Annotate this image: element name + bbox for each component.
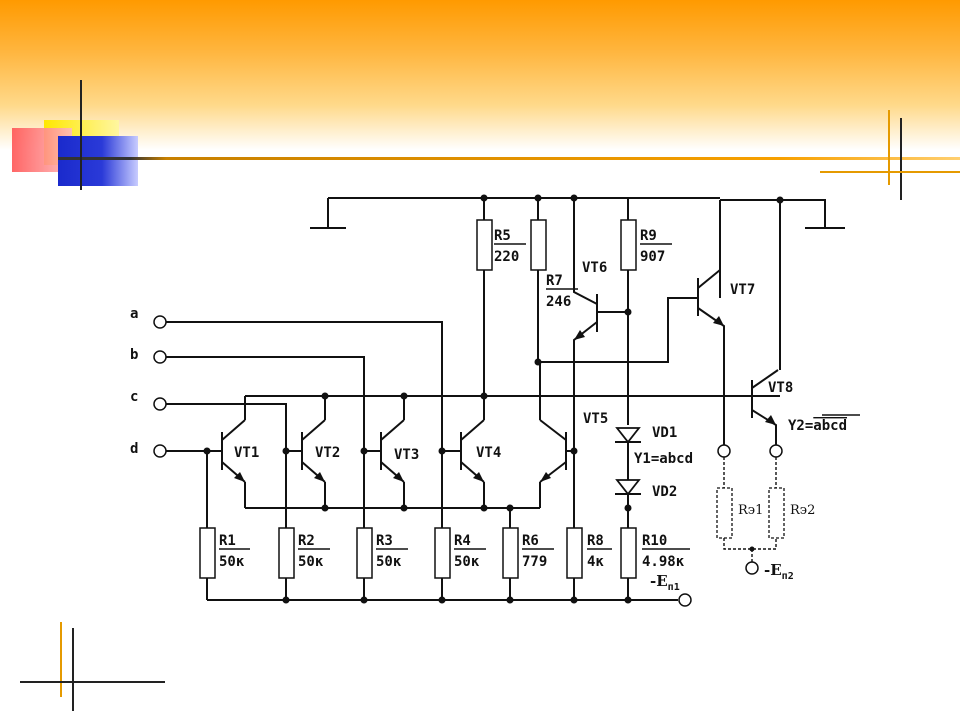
input-a-label: a <box>130 306 138 322</box>
input-b-terminal <box>153 350 167 364</box>
r10-resistor <box>620 527 637 579</box>
re2-label: Rэ2 <box>790 503 815 518</box>
r3-resistor <box>356 527 373 579</box>
header-band <box>0 0 960 150</box>
r4-value: 50к <box>454 554 480 570</box>
vt2-label: VT2 <box>315 445 340 461</box>
r10-name: R10 <box>642 533 667 549</box>
vt7-base-wire <box>538 297 698 363</box>
re1-resistor <box>716 487 733 539</box>
vt1-label: VT1 <box>234 445 259 461</box>
junction-dots <box>203 194 784 604</box>
vt5-transistor <box>539 362 574 508</box>
r10-value: 4.98к <box>642 554 685 570</box>
vt8-transistor <box>751 369 779 445</box>
r8-name: R8 <box>587 533 604 549</box>
y1-output-terminal <box>717 444 731 458</box>
r2-resistor <box>278 527 295 579</box>
r5-name: R5 <box>494 228 511 244</box>
input-a-line <box>166 321 443 578</box>
ground-left <box>310 198 346 229</box>
vt2-transistor <box>286 419 326 508</box>
ep2-terminal <box>745 561 759 575</box>
r1-resistor <box>199 527 216 579</box>
input-c-label: c <box>130 389 138 405</box>
ep1-label: -Eп1 <box>650 572 680 593</box>
r1-name: R1 <box>219 533 236 549</box>
ep2-label: -Eп2 <box>764 561 794 582</box>
r9-name: R9 <box>640 228 657 244</box>
y2-output-label: Y2=abcd <box>788 418 847 434</box>
r7-resistor <box>530 219 547 271</box>
input-b-label: b <box>130 347 138 363</box>
r9-value: 907 <box>640 249 665 265</box>
r8-resistor <box>566 527 583 579</box>
deco-line-right-h <box>820 171 960 173</box>
ground-right <box>720 199 845 229</box>
deco-line-bottom-v1 <box>60 622 62 697</box>
vt8-label: VT8 <box>768 380 793 396</box>
vt1-transistor <box>206 419 246 525</box>
r6-name: R6 <box>522 533 539 549</box>
deco-blue-square <box>58 136 138 186</box>
r2-value: 50к <box>298 554 324 570</box>
vt4-transistor <box>442 419 485 508</box>
r9-resistor <box>620 219 637 271</box>
deco-line-right-v1 <box>888 110 890 185</box>
vt5-label: VT5 <box>583 411 608 427</box>
r7-name: R7 <box>546 273 563 289</box>
r3-name: R3 <box>376 533 393 549</box>
vt6-transistor <box>573 198 628 451</box>
vd1-label: VD1 <box>652 425 677 441</box>
r6-value: 779 <box>522 554 547 570</box>
input-c-line <box>166 403 287 578</box>
collector-drops <box>244 396 485 420</box>
vt3-transistor <box>364 419 405 508</box>
y2-output-terminal <box>769 444 783 458</box>
vt7-transistor <box>697 269 725 445</box>
re2-resistor <box>768 487 785 539</box>
input-a-terminal <box>153 315 167 329</box>
r7-value: 246 <box>546 294 571 310</box>
input-b-line <box>166 356 365 578</box>
r4-name: R4 <box>454 533 471 549</box>
vt7-label: VT7 <box>730 282 755 298</box>
r6-resistor <box>502 527 519 579</box>
input-d-terminal <box>153 444 167 458</box>
y1-output-label: Y1=abcd <box>634 451 693 467</box>
deco-line-bottom-v2 <box>72 628 74 711</box>
vt3-label: VT3 <box>394 447 419 463</box>
vd2-diode <box>615 479 641 508</box>
r1-value: 50к <box>219 554 245 570</box>
deco-line-bottom-h <box>20 681 165 683</box>
r5-value: 220 <box>494 249 519 265</box>
re1-label: Rэ1 <box>738 503 763 518</box>
vd2-label: VD2 <box>652 484 677 500</box>
vd1-diode <box>615 427 641 480</box>
r5-resistor <box>476 219 493 271</box>
deco-line-top-h <box>58 157 960 160</box>
r8-value: 4к <box>587 554 604 570</box>
r3-value: 50к <box>376 554 402 570</box>
vt6-label: VT6 <box>582 260 607 276</box>
r2-name: R2 <box>298 533 315 549</box>
deco-line-top-v <box>80 80 82 190</box>
input-d-label: d <box>130 441 138 457</box>
ext-wires <box>723 457 777 488</box>
vt4-label: VT4 <box>476 445 501 461</box>
r4-resistor <box>434 527 451 579</box>
input-c-terminal <box>153 397 167 411</box>
ep1-terminal <box>678 593 692 607</box>
deco-line-right-v2 <box>900 118 902 200</box>
